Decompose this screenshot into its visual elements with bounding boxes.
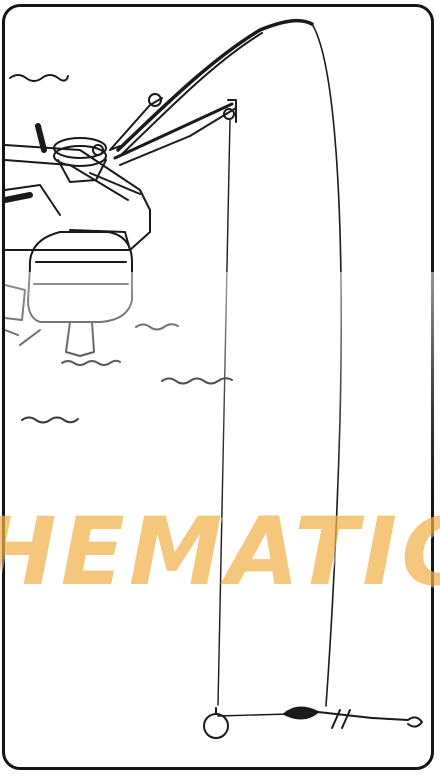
- sinker: [204, 708, 228, 738]
- float-bobber: [284, 707, 422, 728]
- fishing-line: [218, 120, 290, 716]
- water-waves: [10, 75, 232, 423]
- fishing-reel: [38, 126, 120, 182]
